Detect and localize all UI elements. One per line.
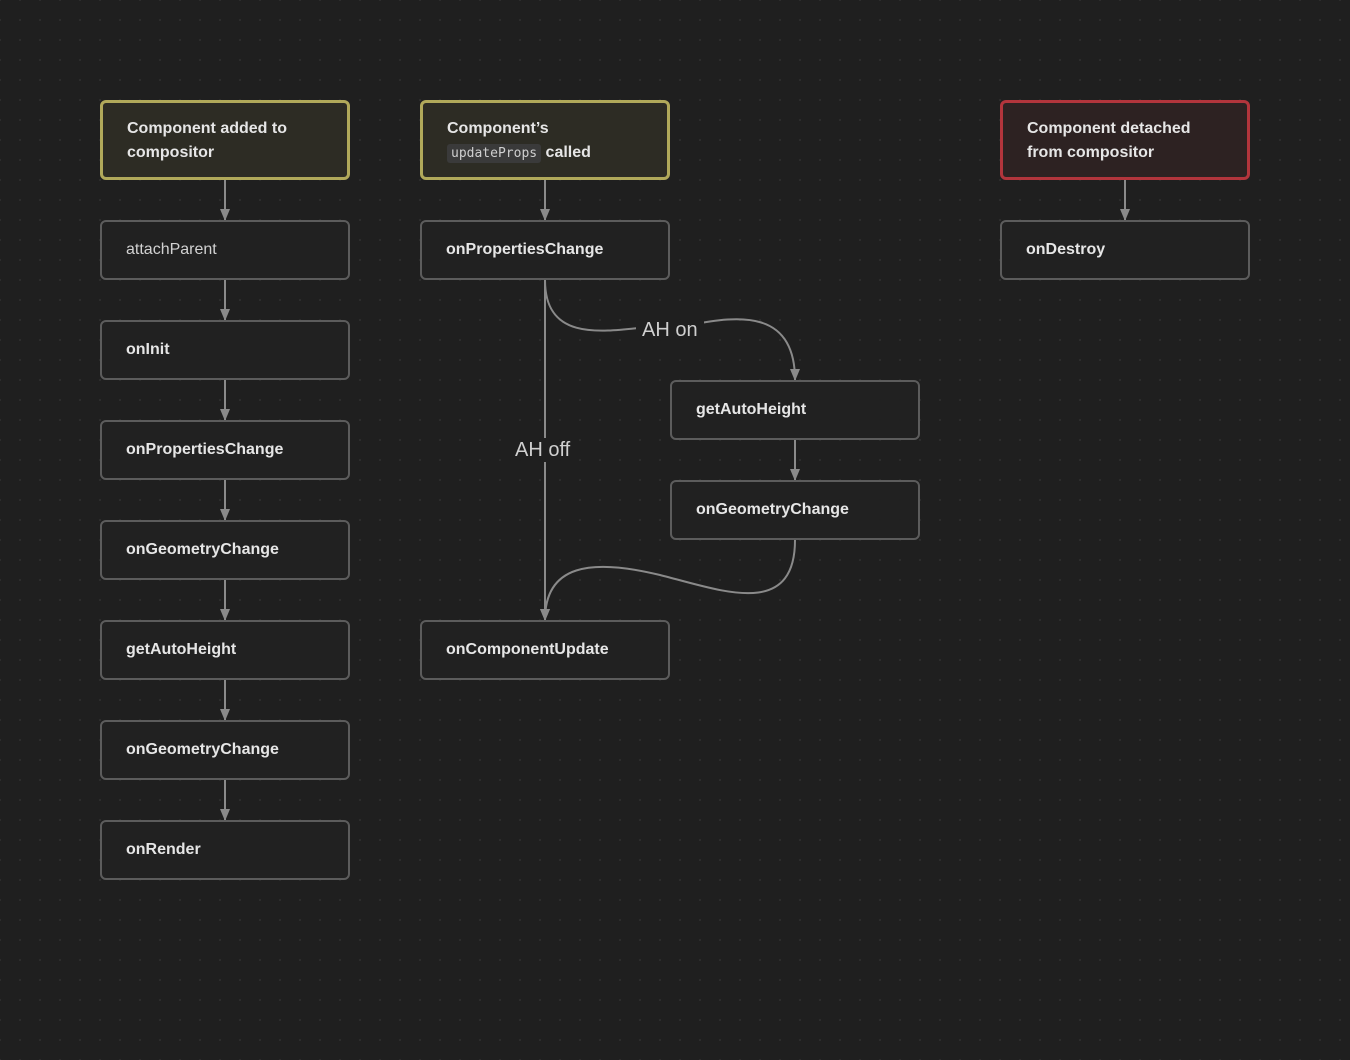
edge-geometry-componentupdate	[540, 539, 796, 621]
update-step-on-geometry-change: onGeometryChange	[670, 480, 920, 540]
update-step-on-component-update: onComponentUpdate	[420, 620, 670, 680]
step-attach-parent: attachParent	[100, 220, 350, 280]
trigger-component-added: Component added to compositor	[100, 100, 350, 180]
step-get-auto-height: getAutoHeight	[100, 620, 350, 680]
trigger-detached-line1: Component detached	[1027, 120, 1191, 137]
trigger-update-props: Component’s updateProps called	[420, 100, 670, 180]
step-on-init: onInit	[100, 320, 350, 380]
step-on-render: onRender	[100, 820, 350, 880]
trigger-update-suffix: called	[545, 143, 591, 161]
update-step-on-properties-change: onPropertiesChange	[420, 220, 670, 280]
label-ah-on: AH on	[636, 318, 704, 342]
trigger-added-line1: Component added to	[127, 120, 287, 137]
step-on-destroy: onDestroy	[1000, 220, 1250, 280]
update-props-code: updateProps	[447, 143, 542, 163]
trigger-detached-line2: from compositor	[1027, 144, 1155, 161]
trigger-component-detached: Component detached from compositor	[1000, 100, 1250, 180]
update-step-get-auto-height: getAutoHeight	[670, 380, 920, 440]
step-on-geometry-change: onGeometryChange	[100, 520, 350, 580]
trigger-update-prefix: Component’s	[447, 119, 549, 137]
step-on-geometry-change-second: onGeometryChange	[100, 720, 350, 780]
trigger-added-line2: compositor	[127, 144, 215, 161]
label-ah-off: AH off	[509, 438, 577, 462]
step-on-properties-change: onPropertiesChange	[100, 420, 350, 480]
